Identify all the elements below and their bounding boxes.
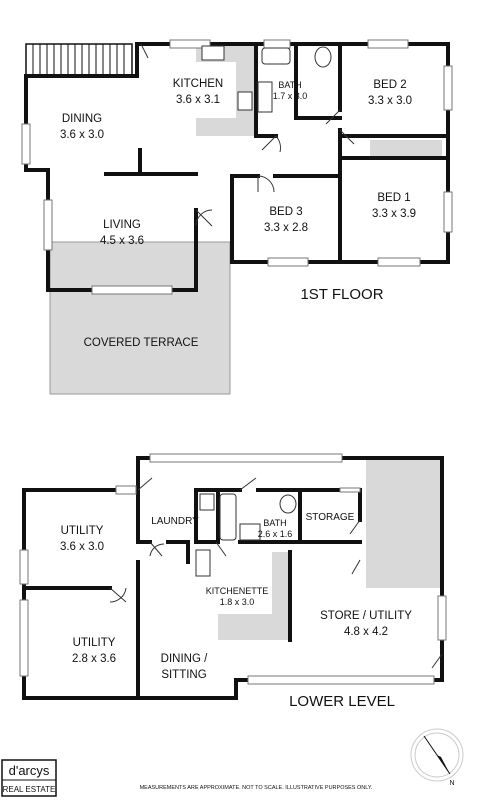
first-floor-plan: KITCHEN 3.6 x 3.1 BATH 1.7 x 3.0 BED 2 3… [21,39,453,395]
kitchenette-label: KITCHENETTE [206,586,269,596]
first-floor-doors [140,43,355,227]
bed3-label: BED 3 [269,206,302,218]
stairs [25,43,133,77]
lower-level-label: LOWER LEVEL [289,693,395,710]
logo-line1: d'arcys [9,763,50,778]
bath-label: BATH [278,80,301,90]
dining-sitting-label: DINING / [161,653,208,665]
first-floor-label: 1ST FLOOR [300,286,383,303]
store-utility-label: STORE / UTILITY [320,610,412,622]
bed3-dims: 3.3 x 2.8 [264,222,308,234]
darcys-logo: d'arcys REAL ESTATE [1,759,57,797]
bed2-label: BED 2 [373,79,406,91]
kitchenette-counter [218,552,290,640]
bed1-wardrobe [370,140,442,158]
store-grey-area [366,460,442,588]
kitchen-dims: 3.6 x 3.1 [176,94,220,106]
living-dims: 4.5 x 3.6 [100,235,144,247]
utility1-label: UTILITY [61,525,104,537]
utility2-dims: 2.8 x 3.6 [72,653,116,665]
lower-bath-label: BATH [263,518,286,528]
store-utility-dims: 4.8 x 4.2 [344,626,388,638]
storage-label: STORAGE [306,512,355,523]
kitchen-counter [196,44,256,136]
logo-line2: REAL ESTATE [3,785,56,794]
utility2-label: UTILITY [73,637,116,649]
bath-dims: 1.7 x 3.0 [273,91,308,101]
disclaimer: MEASUREMENTS ARE APPROXIMATE. NOT TO SCA… [140,785,373,791]
dining-dims: 3.6 x 3.0 [60,129,104,141]
bed2-dims: 3.3 x 3.0 [368,95,412,107]
kitchenette-dims: 1.8 x 3.0 [220,597,255,607]
compass-letter: N [449,780,454,787]
laundry-label: LAUNDRY [151,516,199,527]
lower-bath-dims: 2.6 x 1.6 [258,529,293,539]
utility1-dims: 3.6 x 3.0 [60,541,104,553]
first-floor-bath-fixtures [201,45,332,113]
lower-level-doors [109,477,443,669]
terrace-label: COVERED TERRACE [84,337,199,349]
first-floor-windows [21,39,453,295]
bed1-dims: 3.3 x 3.9 [372,208,416,220]
dining-label: DINING [62,113,102,125]
lower-level-plan: UTILITY 3.6 x 3.0 UTILITY 2.8 x 3.6 LAUN… [19,453,447,710]
bed1-label: BED 1 [377,192,410,204]
living-label: LIVING [103,219,141,231]
dining-sitting-label-line2: SITTING [161,669,206,681]
kitchen-label: KITCHEN [173,78,223,90]
covered-terrace [49,241,231,395]
lower-level-windows [19,453,447,685]
lower-level-fixtures [195,493,297,577]
compass-icon: N [410,728,464,787]
